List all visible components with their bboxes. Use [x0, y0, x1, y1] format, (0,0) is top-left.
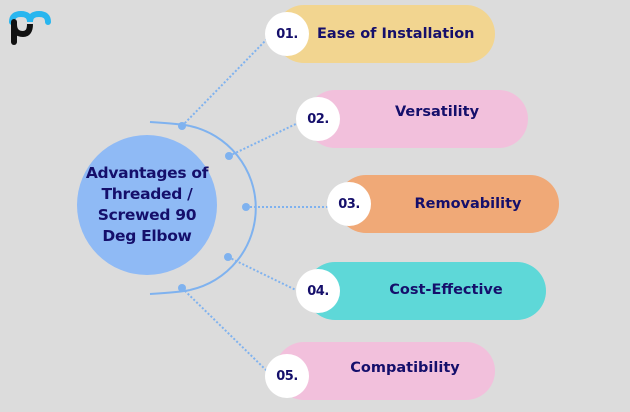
item-label: Removability — [414, 196, 522, 212]
item-number-badge: 01. — [265, 12, 309, 56]
center-topic-circle: Advantages of Threaded / Screwed 90 Deg … — [77, 135, 217, 275]
advantage-item-1: 01. Ease of Installation — [265, 5, 495, 63]
item-label: Compatibility — [350, 360, 460, 376]
advantage-item-4: 04. Cost-Effective — [296, 262, 546, 320]
item-label: Versatility — [394, 104, 480, 120]
item-number-badge: 02. — [296, 97, 340, 141]
advantage-item-3: 03. Removability — [327, 175, 559, 233]
pm-logo-icon — [8, 10, 56, 46]
item-number-badge: 04. — [296, 269, 340, 313]
advantage-item-2: 02. Versatility — [296, 90, 528, 148]
item-number-badge: 05. — [265, 354, 309, 398]
advantage-item-5: 05. Compatibility — [265, 342, 495, 400]
item-label: Ease of Installation — [317, 26, 475, 42]
center-title: Advantages of Threaded / Screwed 90 Deg … — [85, 164, 209, 245]
item-number-badge: 03. — [327, 182, 371, 226]
item-label: Cost-Effective — [389, 282, 503, 298]
